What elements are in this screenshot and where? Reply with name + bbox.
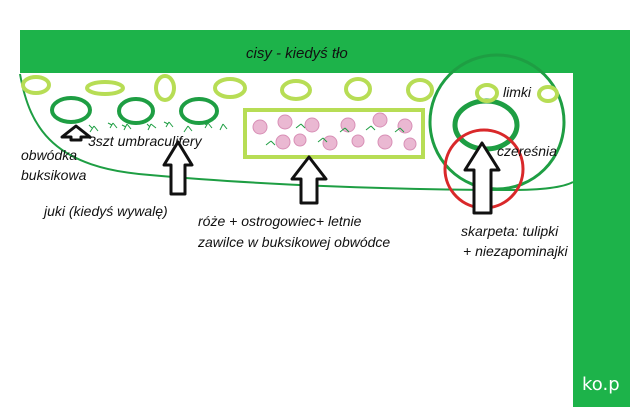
box-ellipse (537, 85, 559, 103)
box-ellipse (280, 79, 312, 101)
rose-bed (243, 108, 425, 159)
box-ellipse (475, 83, 499, 103)
cherry-canopy-circle (428, 53, 566, 191)
umbraculifera (50, 96, 92, 124)
label-roze-1: róże + ostrogowiec+ letnie (198, 213, 362, 229)
arrow-up-icon (60, 124, 92, 142)
box-ellipse (21, 75, 51, 95)
box-ellipse (154, 74, 176, 102)
label-skarpeta-2: + niezapominajki (463, 243, 569, 259)
box-ellipse (344, 77, 372, 101)
label-limki: limki (503, 84, 532, 100)
rose-bed-greenery (265, 123, 405, 146)
box-ellipse (85, 80, 125, 96)
label-umbraculifery: 3szt umbraculifery (88, 133, 203, 149)
hedge-right (573, 30, 630, 407)
label-skarpeta-1: skarpeta: tulipki (461, 223, 559, 239)
yucca-tufts (88, 121, 228, 133)
roses (252, 112, 417, 151)
label-juki: juki (kiedyś wywalę) (42, 203, 168, 219)
label-obwodka-2: buksikowa (21, 167, 87, 183)
arrow-up-icon (290, 155, 328, 205)
label-czeresnia: czereśnia (497, 143, 557, 159)
umbraculifera (117, 97, 155, 125)
box-ellipse (213, 77, 247, 99)
umbraculifera (179, 97, 219, 125)
hedge-top-label: cisy - kiedyś tło (246, 45, 348, 62)
hedge-top (20, 30, 630, 73)
label-obwodka-1: obwódka (21, 147, 77, 163)
arrow-up-icon (162, 140, 194, 196)
arrow-up-icon (463, 141, 501, 215)
watermark: ko.p (582, 374, 620, 395)
box-ellipse (406, 78, 434, 102)
label-roze-2: zawilce w buksikowej obwódce (197, 234, 390, 250)
bed-outline (19, 73, 574, 192)
cherry-inner-ring (452, 98, 520, 152)
